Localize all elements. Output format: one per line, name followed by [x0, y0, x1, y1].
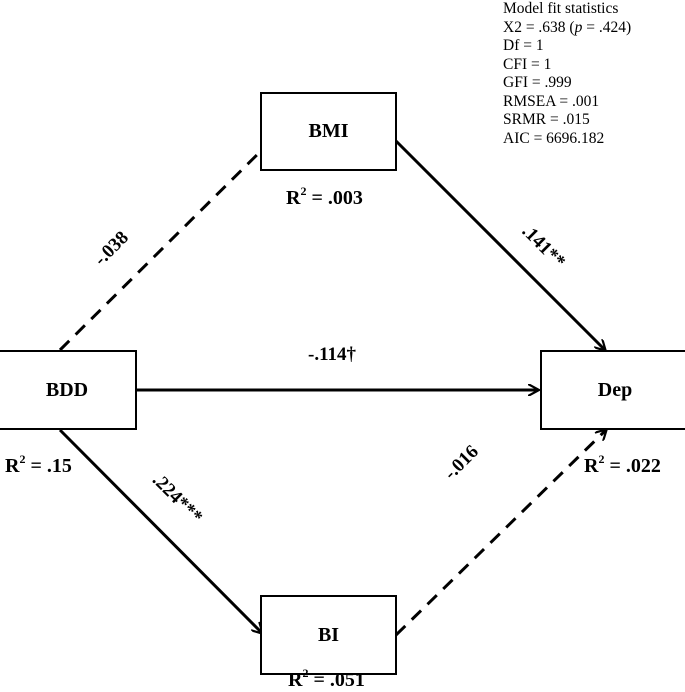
node-bmi-label: BMI: [308, 120, 349, 142]
node-bi: BI: [260, 595, 397, 675]
fit-x2: X2 = .638 (p = .424): [503, 19, 631, 38]
fit-aic: AIC = 6696.182: [503, 129, 605, 147]
r2-bdd: R2 = .15: [5, 452, 72, 478]
r2-bdd-value: = .15: [30, 455, 72, 477]
fit-p-symbol: p: [574, 18, 583, 36]
arrow-bmi-to-dep: [393, 138, 605, 350]
arrow-bi-to-dep: [394, 430, 606, 637]
r2-bmi: R2 = .003: [286, 184, 363, 210]
r2-bi-value: = .051: [313, 669, 365, 691]
fit-x2-suffix: = .424): [582, 18, 632, 36]
r2-symbol: R: [288, 669, 303, 691]
r2-symbol: R: [286, 187, 301, 209]
r2-bmi-value: = .003: [311, 187, 363, 209]
fit-cfi: CFI = 1: [503, 55, 552, 73]
r2-symbol: R: [584, 455, 599, 477]
node-dep: Dep: [540, 350, 685, 430]
r2-dep-value: = .022: [609, 455, 661, 477]
fit-title: Model fit statistics: [503, 0, 619, 17]
r2-bi: R2 = .051: [288, 666, 365, 692]
arrow-bdd-to-bi: [58, 428, 262, 633]
node-bi-label: BI: [317, 623, 340, 646]
fit-srmr: SRMR = .015: [503, 111, 590, 128]
coef-bdd-dep: -.114†: [308, 344, 357, 365]
model-fit-statistics: Model fit statistics X2 = .638 (p = .424…: [503, 0, 631, 148]
node-dep-label: Dep: [597, 378, 633, 401]
r2-exponent: 2: [302, 666, 309, 680]
r2-exponent: 2: [19, 452, 26, 466]
fit-rmsea: RMSEA = .001: [503, 92, 600, 110]
r2-exponent: 2: [300, 184, 307, 198]
node-bmi: BMI: [260, 92, 397, 171]
node-bdd: BDD: [0, 350, 137, 430]
node-bdd-label: BDD: [45, 378, 89, 401]
r2-exponent: 2: [598, 452, 605, 466]
fit-x2-prefix: X2 = .638 (: [503, 18, 575, 36]
fit-gfi: GFI = .999: [503, 74, 572, 91]
arrow-bdd-to-bmi: [58, 137, 275, 352]
r2-dep: R2 = .022: [584, 452, 661, 478]
r2-symbol: R: [5, 455, 20, 477]
fit-df: Df = 1: [503, 37, 544, 54]
